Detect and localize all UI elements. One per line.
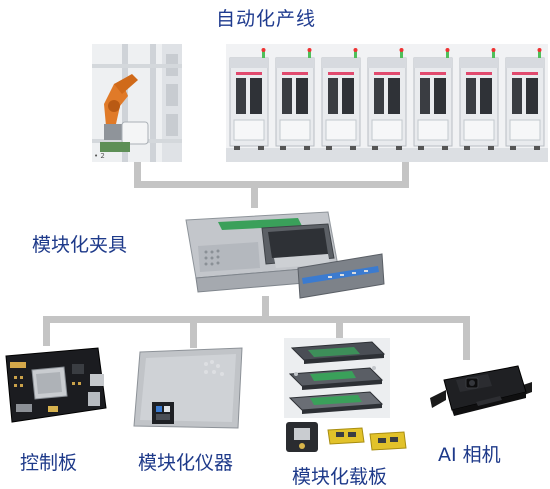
- carrier-board-icon: [284, 338, 390, 418]
- instrument-label: 模块化仪器: [138, 452, 234, 474]
- control-board-icon: [2, 346, 110, 424]
- ai-camera-icon: [426, 358, 536, 420]
- connector-line-fixture-down: [262, 296, 269, 322]
- svg-text:• 2: • 2: [94, 152, 105, 160]
- fixture-label: 模块化夹具: [32, 234, 128, 256]
- connector-line-robot-down: [134, 160, 141, 188]
- carrier-board-label: 模块化载板: [292, 466, 388, 488]
- connector-line-to-fixture: [251, 186, 258, 208]
- fixture-chassis-icon: [178, 206, 386, 300]
- connector-line-top-horizontal: [134, 181, 409, 188]
- connector-line-camera-down: [463, 316, 470, 360]
- robot-arm-icon: • 2: [92, 44, 182, 162]
- connector-line-board-down: [43, 316, 50, 346]
- connector-line-cabinets-down: [402, 148, 409, 188]
- instrument-module-icon: [132, 346, 246, 430]
- connector-line-carrier-down: [336, 316, 343, 338]
- control-board-label: 控制板: [20, 452, 78, 474]
- ai-camera-label: AI 相机: [438, 444, 501, 466]
- test-cabinet-row: [226, 44, 548, 162]
- production-line-title: 自动化产线: [216, 8, 317, 30]
- connector-line-bottom-horizontal: [43, 316, 470, 323]
- carrier-small-boards-icon: [282, 420, 408, 454]
- connector-line-instrument-down: [190, 316, 197, 348]
